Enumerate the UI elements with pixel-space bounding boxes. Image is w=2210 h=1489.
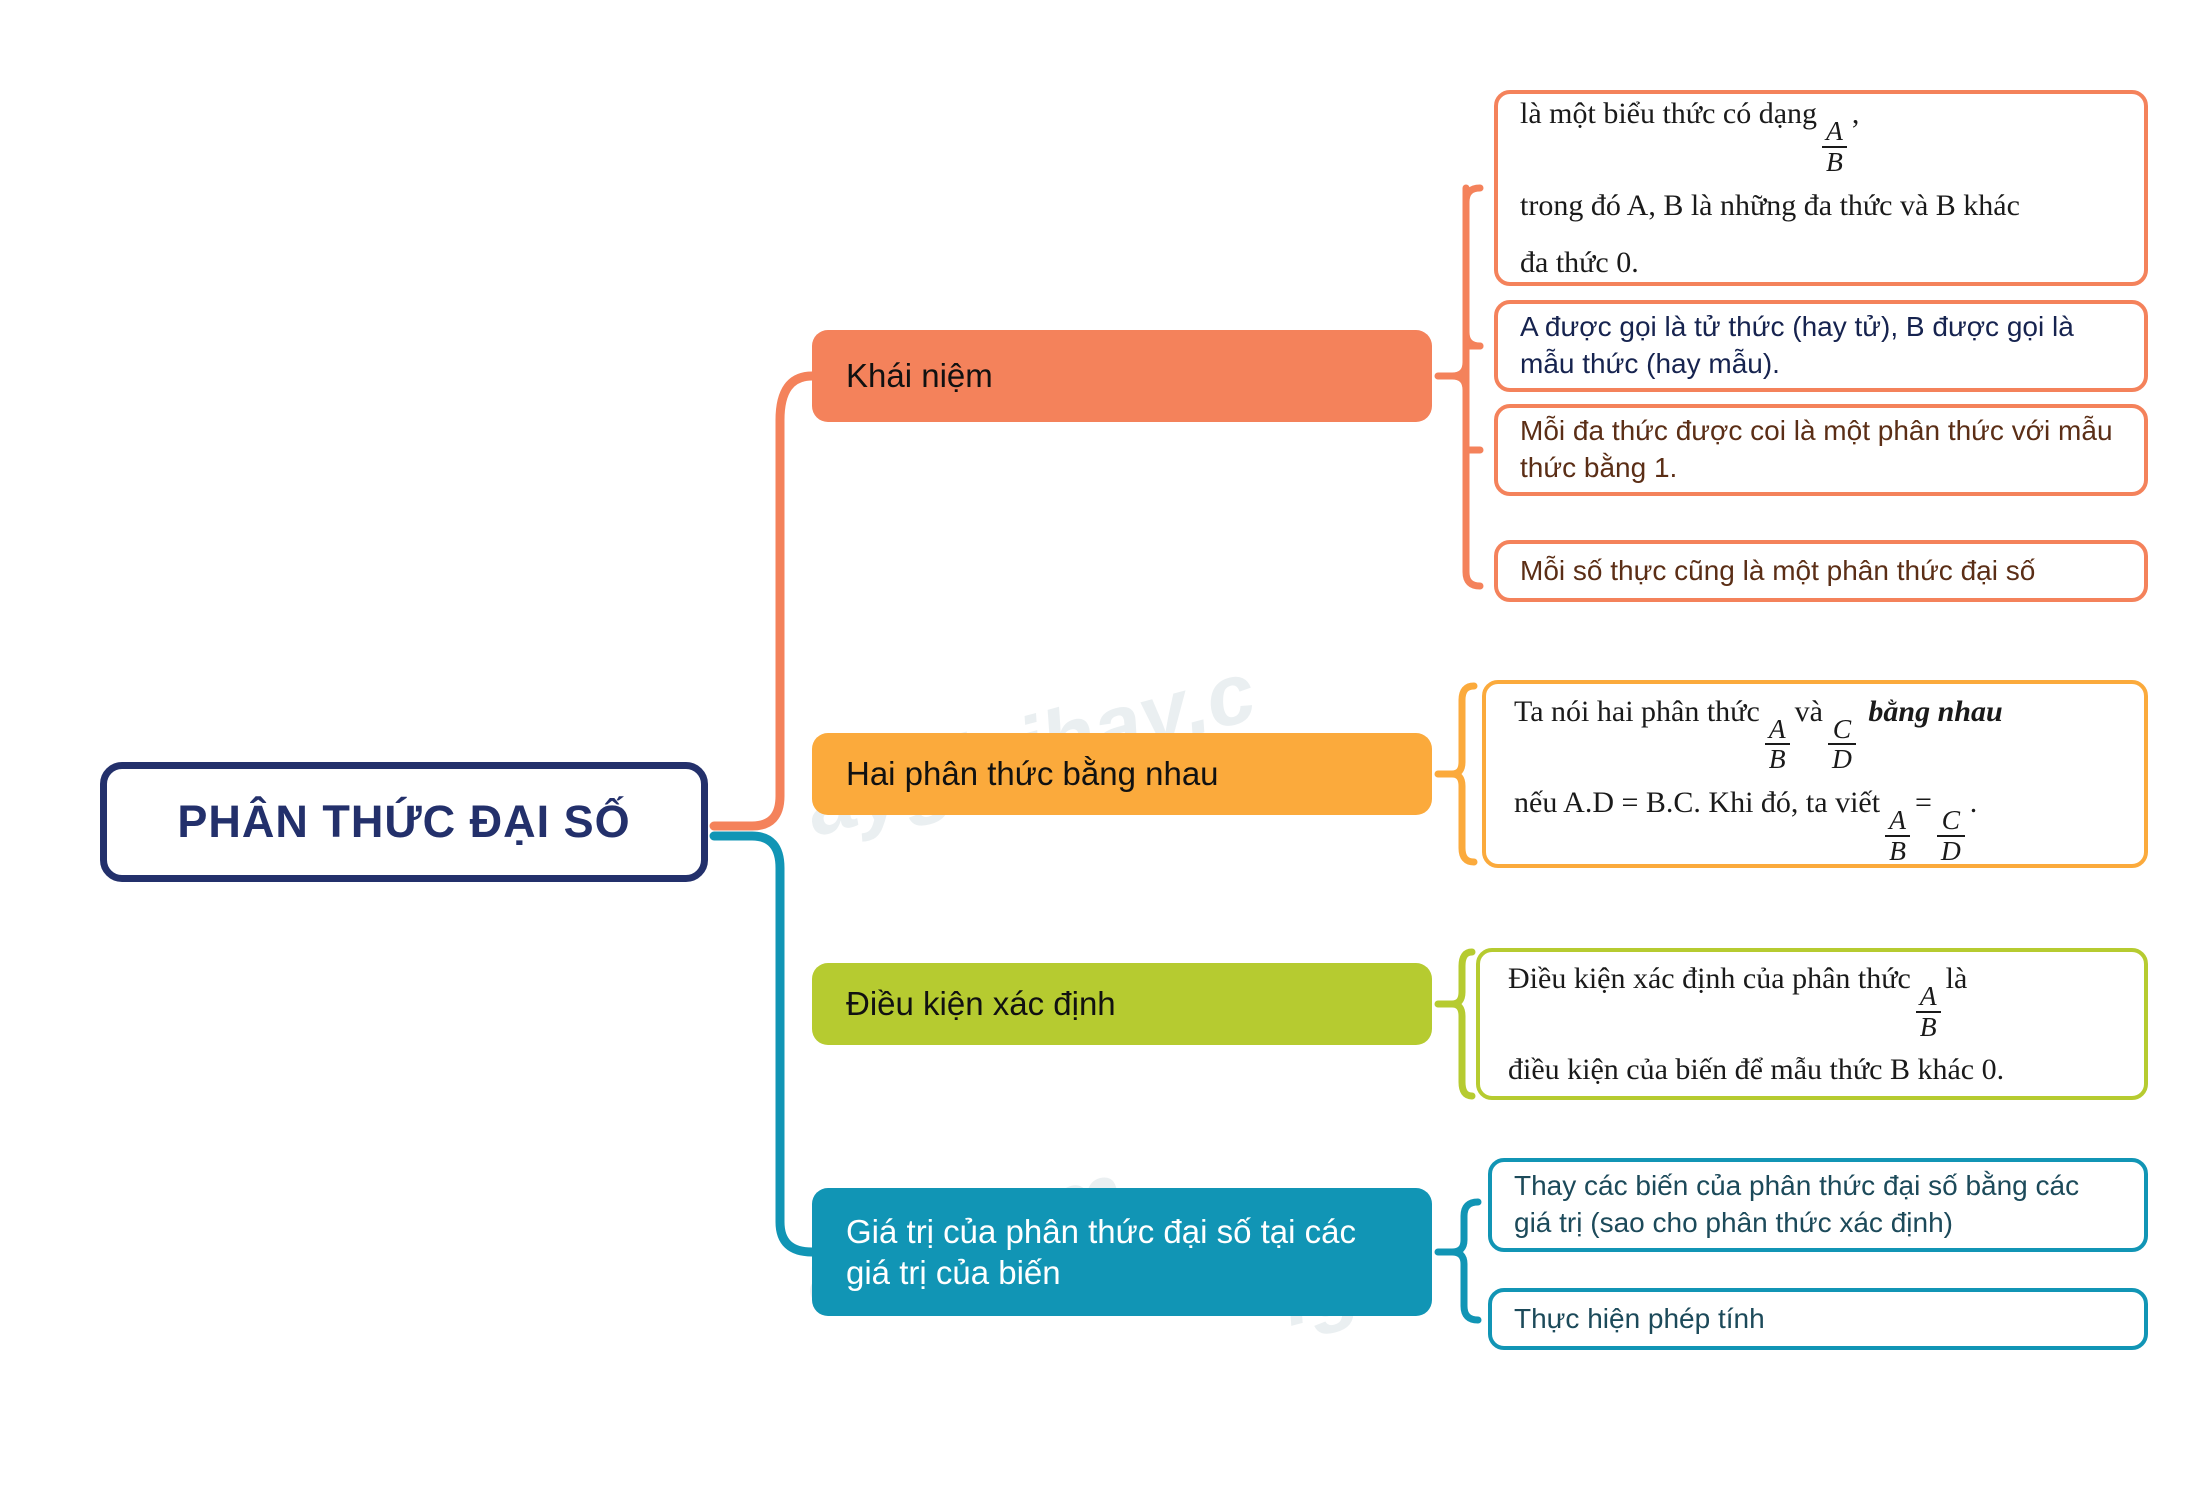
card-line-text: . — [1969, 786, 1978, 819]
root-node[interactable]: PHÂN THỨC ĐẠI SỐ — [100, 762, 708, 882]
detail-card-text: A được gọi là tử thức (hay tử), B được g… — [1520, 311, 2074, 379]
branch-label: Khái niệm — [846, 357, 993, 395]
detail-card-khai-niem-4[interactable]: Mỗi số thực cũng là một phân thức đại số — [1494, 540, 2148, 602]
connector-brace-khai-niem — [1434, 184, 1484, 391]
card-line-text: , — [1851, 97, 1860, 131]
card-line-text: điều kiện của biến để mẫu thức B khác 0. — [1508, 1053, 2005, 1087]
card-emphasis-text: bằng nhau — [1868, 694, 2003, 728]
card-line-text: là — [1945, 961, 1968, 995]
card-line-text: = — [1914, 786, 1932, 819]
branch-node-hai-phan-thuc-bang-nhau[interactable]: Hai phân thức bằng nhau — [812, 733, 1432, 815]
connector-brace-gia-tri — [1434, 1198, 1482, 1324]
branch-node-gia-tri-phan-thuc[interactable]: Giá trị của phân thức đại số tại các giá… — [812, 1188, 1432, 1316]
branch-node-khai-niem[interactable]: Khái niệm — [812, 330, 1432, 422]
detail-card-text: Thực hiện phép tính — [1514, 1302, 1765, 1334]
root-node-label: PHÂN THỨC ĐẠI SỐ — [177, 796, 631, 847]
card-line-text: và — [1794, 694, 1823, 728]
detail-card-text: Mỗi số thực cũng là một phân thức đại số — [1520, 554, 2036, 586]
card-line-text: trong đó A, B là những đa thức và B khác — [1520, 188, 2020, 222]
connector-brace-dieu-kien — [1434, 948, 1476, 1100]
card-line-text: nếu A.D = B.C. Khi đó, ta viết — [1514, 786, 1881, 819]
card-line-text: Điều kiện xác định của phân thức — [1508, 961, 1911, 995]
card-line-text: là một biểu thức có dạng — [1520, 97, 1818, 131]
detail-card-text: Thay các biến của phân thức đại số bằng … — [1514, 1170, 2080, 1238]
connector-brace-bang-nhau — [1434, 682, 1478, 866]
detail-card-text: Mỗi đa thức được coi là một phân thức vớ… — [1520, 415, 2113, 483]
branch-label: Điều kiện xác định — [846, 985, 1116, 1023]
connector-root-to-khai-niem — [709, 371, 817, 831]
branch-label: Hai phân thức bằng nhau — [846, 755, 1219, 793]
connector-root-to-gia-tri — [709, 831, 817, 1257]
branch-node-dieu-kien-xac-dinh[interactable]: Điều kiện xác định — [812, 963, 1432, 1045]
detail-card-khai-niem-3[interactable]: Mỗi đa thức được coi là một phân thức vớ… — [1494, 404, 2148, 496]
card-line-text: đa thức 0. — [1520, 245, 1639, 279]
detail-card-khai-niem-2[interactable]: A được gọi là tử thức (hay tử), B được g… — [1494, 300, 2148, 392]
detail-card-gia-tri-1[interactable]: Thay các biến của phân thức đại số bằng … — [1488, 1158, 2148, 1252]
connector-brace-khai-niem-stem — [1462, 184, 1484, 590]
card-line-text: Ta nói hai phân thức — [1514, 694, 1760, 728]
branch-label: Giá trị của phân thức đại số tại các giá… — [846, 1212, 1357, 1291]
detail-card-gia-tri-2[interactable]: Thực hiện phép tính — [1488, 1288, 2148, 1350]
